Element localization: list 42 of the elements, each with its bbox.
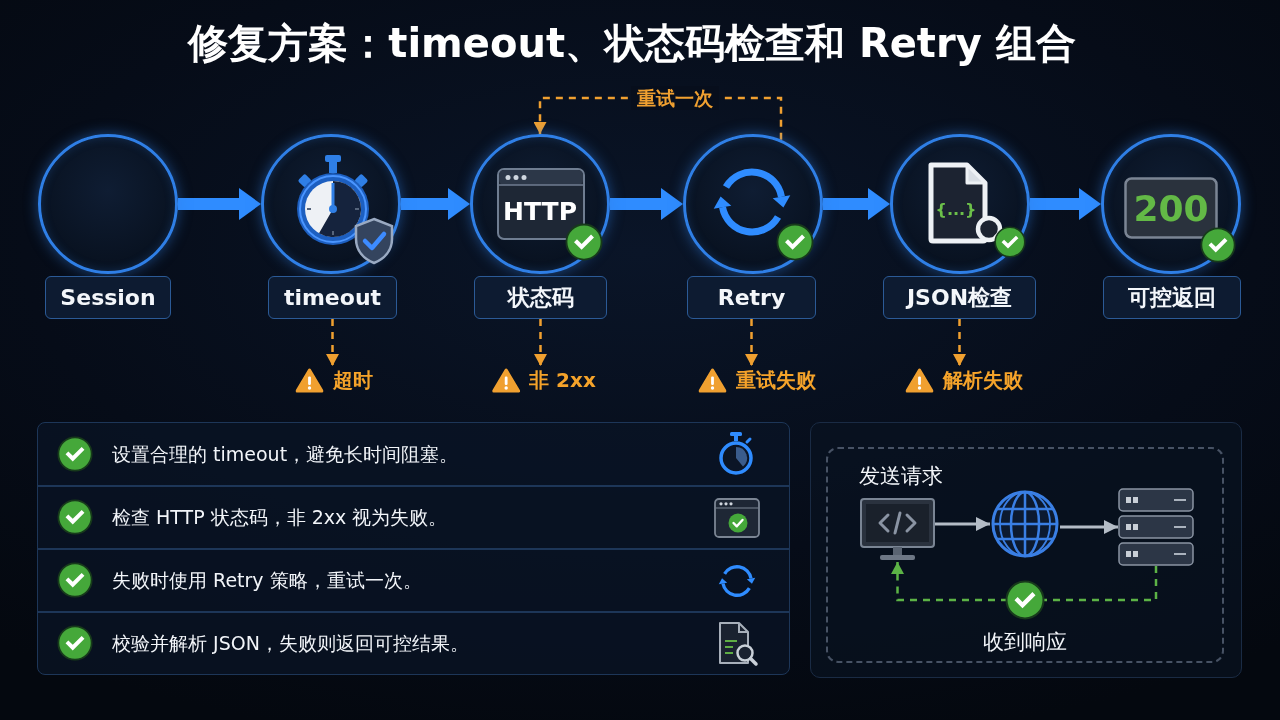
edge-label: 重试一次 [631,86,719,110]
dashed-arrow [891,562,1158,602]
icon-text: {...} [935,202,977,218]
step-label: Retry [687,276,816,319]
step-label: timeout [268,276,397,319]
flow-arrow [823,188,890,220]
dashed-arrow [745,319,758,366]
step-label: JSON检查 [883,276,1036,319]
step-circle [38,134,178,274]
caption-text: 发送请求 [859,463,943,489]
monitor-icon [860,498,935,562]
icon-text: HTTP [503,198,577,224]
arrow [935,517,990,531]
step-circle [1101,134,1241,274]
flow-arrow [178,188,261,220]
arrow [1060,520,1118,534]
step-circle [683,134,823,274]
warning-text: 解析失败 [942,367,1023,394]
server-icon [1118,488,1194,566]
dashed-arrow [953,319,966,366]
list-text: 校验并解析 JSON，失败则返回可控结果。 [112,630,469,656]
step-circle [261,134,401,274]
edge-label: 收到响应 [982,630,1068,654]
list-text: 设置合理的 timeout，避免长时间阻塞。 [112,441,459,467]
warning-text: 超时 [332,367,373,394]
list-text: 失败时使用 Retry 策略，重试一次。 [112,567,422,593]
flow-arrow [401,188,470,220]
step-label: 可控返回 [1103,276,1241,319]
globe-icon [990,489,1060,559]
flow-arrow [1030,188,1101,220]
step-circle [890,134,1030,274]
warning-text: 非 2xx [529,367,596,394]
dashed-arrow [326,319,339,366]
list-text: 检查 HTTP 状态码，非 2xx 视为失败。 [112,504,448,530]
step-circle [470,134,610,274]
step-label: Session [45,276,171,319]
warning-text: 重试失败 [735,367,816,394]
dashed-arrow [534,319,547,366]
flow-arrow [610,188,683,220]
step-label: 状态码 [474,276,607,319]
icon-text: 200 [1133,191,1209,227]
title: 修复方案：timeout、状态码检查和 Retry 组合 [188,19,1076,68]
